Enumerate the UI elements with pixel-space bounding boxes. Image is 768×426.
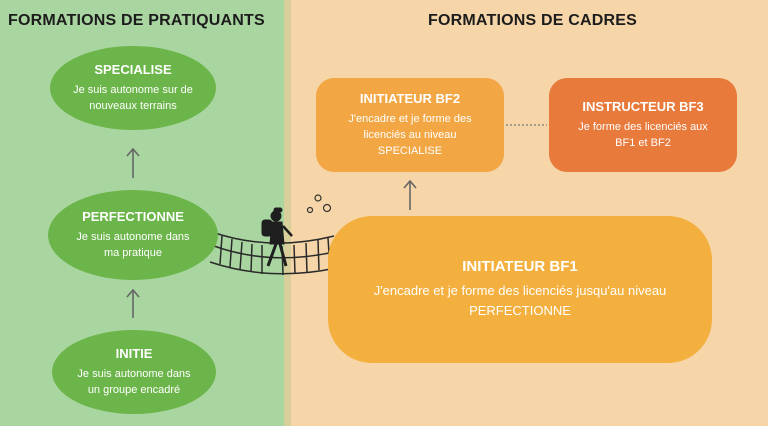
node-bf3-desc: Je forme des licenciés aux BF1 et BF2 [578, 121, 708, 149]
node-bf1-title: INITIATEUR BF1 [462, 257, 578, 275]
arrow-bf1-to-bf2 [403, 179, 417, 210]
node-specialise: SPECIALISE Je suis autonome sur de nouve… [50, 46, 216, 130]
node-initie-desc: Je suis autonome dans un groupe encadré [77, 368, 191, 396]
hiker-icon [261, 207, 293, 267]
node-perfectionne-desc: Je suis autonome dans ma pratique [76, 231, 190, 259]
node-bf3-title: INSTRUCTEUR BF3 [582, 99, 704, 114]
node-bf1-desc: J'encadre et je forme des licenciés jusq… [373, 282, 667, 318]
node-specialise-desc: Je suis autonome sur de nouveaux terrain… [73, 84, 193, 112]
thought-bubbles-icon [306, 194, 332, 214]
node-initiateur-bf2: INITIATEUR BF2 J'encadre et je forme des… [316, 78, 504, 172]
node-bf2-title: INITIATEUR BF2 [359, 91, 461, 106]
node-initie: INITIE Je suis autonome dans un groupe e… [52, 330, 216, 414]
cadres-section-title: FORMATIONS DE CADRES [428, 12, 638, 29]
node-bf2-desc: J'encadre et je forme des licenciés au n… [348, 113, 472, 157]
arrow-perfectionne-to-specialise [126, 147, 140, 178]
arrow-initie-to-perfectionne [126, 288, 140, 318]
pratiquants-section-title: FORMATIONS DE PRATIQUANTS [8, 12, 265, 29]
node-instructeur-bf3: INSTRUCTEUR BF3 Je forme des licenciés a… [549, 78, 737, 172]
node-perfectionne: PERFECTIONNE Je suis autonome dans ma pr… [48, 190, 218, 280]
panel-divider [284, 0, 291, 426]
node-initiateur-bf1: INITIATEUR BF1 J'encadre et je forme des… [328, 216, 712, 363]
node-perfectionne-title: PERFECTIONNE [82, 209, 184, 224]
node-initie-title: INITIE [115, 346, 153, 361]
node-specialise-title: SPECIALISE [94, 62, 172, 77]
